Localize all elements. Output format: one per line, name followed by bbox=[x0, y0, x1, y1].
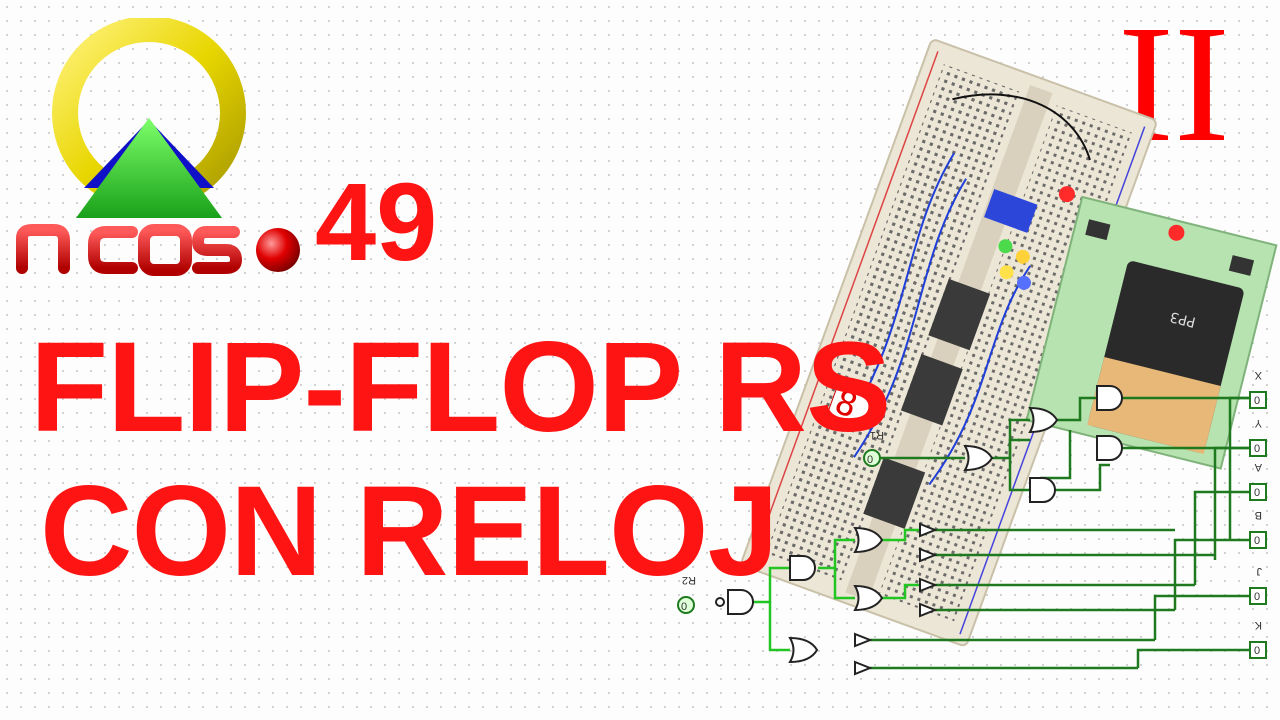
input-r1[interactable]: 0 R1 bbox=[863, 429, 884, 467]
svg-text:0: 0 bbox=[1254, 487, 1260, 499]
svg-text:0: 0 bbox=[1254, 395, 1260, 407]
svg-text:0: 0 bbox=[1254, 535, 1260, 547]
ic-chip bbox=[900, 354, 963, 426]
output-y: 0 Y bbox=[1249, 417, 1267, 457]
svg-text:0: 0 bbox=[867, 454, 873, 466]
output-k: 0 K bbox=[1249, 619, 1267, 659]
ic-chip bbox=[928, 278, 991, 351]
svg-text:0: 0 bbox=[1254, 591, 1260, 603]
output-x: 0 X bbox=[1249, 369, 1267, 409]
output-a: 0 A bbox=[1249, 461, 1267, 501]
svg-text:0: 0 bbox=[681, 601, 687, 613]
title-line-2: CON RELOJ bbox=[40, 460, 779, 603]
ic-chip bbox=[863, 457, 926, 529]
battery-label: PP3 bbox=[1168, 308, 1197, 330]
output-j: 0 J bbox=[1249, 565, 1267, 605]
svg-text:A: A bbox=[1254, 461, 1262, 473]
svg-text:Y: Y bbox=[1254, 417, 1262, 429]
svg-text:0: 0 bbox=[1254, 443, 1260, 455]
nicosio-logo bbox=[14, 16, 304, 288]
episode-number: 49 bbox=[315, 161, 438, 284]
title-line-1: FLIP-FLOP RS bbox=[30, 316, 891, 459]
output-b: 0 B bbox=[1249, 509, 1267, 549]
logic-gates bbox=[715, 385, 1123, 676]
breadboard: 8 bbox=[741, 39, 1157, 647]
logo-wordmark bbox=[16, 224, 300, 276]
svg-text:X: X bbox=[1254, 369, 1262, 381]
battery-board: PP3 bbox=[1025, 195, 1278, 470]
input-r2[interactable]: 0 R2 bbox=[677, 574, 696, 614]
logic-wires bbox=[870, 396, 1255, 670]
svg-text:B: B bbox=[1255, 509, 1262, 521]
dip-switch bbox=[984, 188, 1038, 233]
svg-text:0: 0 bbox=[1254, 645, 1260, 657]
svg-text:R1: R1 bbox=[870, 429, 884, 441]
svg-text:J: J bbox=[1257, 565, 1263, 577]
red-ball-shape bbox=[256, 228, 300, 272]
svg-text:R2: R2 bbox=[682, 574, 696, 586]
green-triangle-shape bbox=[76, 118, 222, 218]
svg-text:K: K bbox=[1254, 619, 1262, 631]
clock-wires bbox=[752, 528, 920, 652]
